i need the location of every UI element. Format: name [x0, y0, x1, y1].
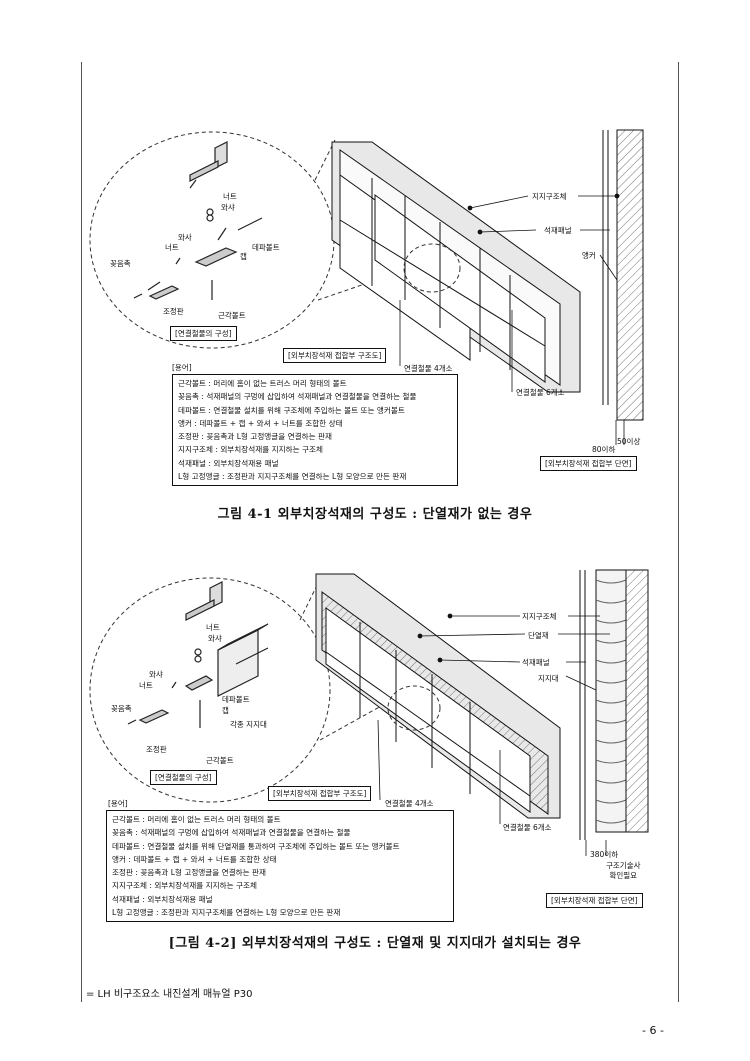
term-item: 조정판 : 꽂음촉과 L형 고정앵글을 연결하는 판재: [112, 868, 267, 878]
label-support: 지지구조체: [532, 192, 567, 201]
label-washer: 와샤: [208, 634, 222, 643]
label-nut-2: 너트: [165, 243, 179, 252]
label-dim-80: 80이하: [592, 445, 616, 454]
source-note: = LH 비구조요소 내진설계 매뉴얼 P30: [86, 989, 253, 1000]
label-support: 지지구조체: [522, 612, 557, 621]
label-cap: 캡: [240, 252, 247, 261]
box-joint: [외부치장석재 접합부 구조도]: [268, 786, 372, 801]
label-conn-4: 연결철물 4개소: [385, 799, 434, 808]
box-joint: [외부치장석재 접합부 구조도]: [283, 348, 387, 363]
label-nut-2: 너트: [139, 681, 153, 690]
label-cap: 캡: [222, 706, 229, 715]
label-plate: 조정판: [163, 307, 184, 316]
label-bolt: 데파볼트: [252, 243, 280, 252]
label-dim-380: 380이하: [590, 850, 619, 859]
term-item: 꽂음촉 : 석재패널의 구멍에 삽입하여 석재패널과 연결철물을 연결하는 철물: [112, 828, 351, 838]
label-washer-2: 와샤: [149, 670, 163, 679]
term-item: L형 고정앵글 : 조정판과 지지구조체를 연결하는 L형 모양으로 만든 판재: [178, 472, 407, 482]
label-washer-2: 와사: [178, 233, 192, 242]
figure-1-drawing: [89, 129, 644, 445]
term-item: 석재패널 : 외부치장석재용 패널: [112, 894, 213, 904]
box-components: [연결철물의 구성]: [170, 326, 237, 341]
term-item: 꽂음촉 : 석재패널의 구멍에 삽입하여 석재패널과 연결철물을 연결하는 철물: [178, 392, 417, 402]
term-item: 근각볼트 : 머리에 홈이 없는 트러스 머리 형태의 볼트: [178, 379, 347, 388]
term-item: 데파볼트 : 연결철물 설치를 위해 단열재를 통과하여 구조체에 주입하는 볼…: [112, 841, 400, 851]
label-stand: 지지대: [538, 674, 559, 683]
box-section: [외부치장석재 접합부 단면]: [546, 893, 643, 908]
term-item: 석재패널 : 외부치장석재용 패널: [178, 458, 279, 468]
term-item: 지지구조체 : 외부치장석재를 지지하는 구조체: [112, 881, 257, 891]
label-nut: 너트: [223, 192, 237, 201]
term-item: 앵커 : 데파볼트 + 캡 + 와셔 + 너트를 조합한 상태: [178, 418, 343, 428]
figure-1-caption: 그림 4-1 외부치장석재의 구성도 : 단열재가 없는 경우: [217, 507, 533, 522]
label-panel: 석재패널: [522, 658, 550, 667]
label-note: 구조기술사 확인필요: [606, 861, 641, 880]
label-conn-6: 연결철물 6개소: [503, 823, 552, 832]
term-item: 조정판 : 꽂음촉과 L형 고정앵글을 연결하는 판재: [178, 432, 333, 442]
term-item: L형 고정앵글 : 조정판과 지지구조체를 연결하는 L형 모양으로 만든 판재: [112, 908, 341, 918]
label-panel: 석재패널: [544, 226, 572, 235]
label-washer: 와샤: [221, 203, 235, 212]
label-conn-6: 연결철물 6개소: [516, 388, 565, 397]
label-dowel: 꽂음촉: [111, 704, 132, 713]
figure-2-drawing: [89, 569, 649, 856]
label-bolt: 데파볼트: [222, 695, 250, 704]
left-margin-line: [81, 62, 82, 1002]
box-section: [외부치장석재 접합부 단면]: [540, 456, 637, 471]
terms-title: [용어]: [108, 799, 128, 808]
label-anchor: 앵커: [582, 251, 596, 260]
term-item: 근각볼트 : 머리에 홈이 없는 트러스 머리 형태의 볼트: [112, 815, 281, 824]
label-plate: 조정판: [146, 745, 167, 754]
terms-box: 근각볼트 : 머리에 홈이 없는 트러스 머리 형태의 볼트 꽂음촉 : 석재패…: [172, 374, 458, 487]
term-item: 앵커 : 데파볼트 + 캡 + 와셔 + 너트를 조합한 상태: [112, 854, 277, 864]
label-anchor-bolt: 근각볼트: [218, 311, 246, 320]
term-item: 데파볼트 : 연결철물 설치를 위해 구조체에 주입하는 볼트 또는 앵커볼트: [178, 405, 405, 415]
label-dowel: 꽂음촉: [110, 259, 131, 268]
term-item: 지지구조체 : 외부치장석재를 지지하는 구조체: [178, 445, 323, 455]
page-number: - 6 -: [642, 1024, 664, 1037]
figure-2-caption: [그림 4-2] 외부치장석재의 구성도 : 단열재 및 지지대가 설치되는 경…: [168, 936, 582, 951]
right-margin-line: [678, 62, 679, 1002]
terms-box: 근각볼트 : 머리에 홈이 없는 트러스 머리 형태의 볼트 꽂음촉 : 석재패…: [106, 810, 454, 923]
label-conn-4: 연결철물 4개소: [404, 364, 453, 373]
label-insulation: 단열재: [528, 631, 549, 640]
terms-title: [용어]: [172, 363, 192, 372]
label-nut: 너트: [206, 623, 220, 632]
label-bracket: 각종 지지대: [230, 720, 267, 729]
label-dim-50: 50이상: [617, 437, 641, 446]
box-components: [연결철물의 구성]: [150, 770, 217, 785]
label-anchor-bolt: 근각볼트: [206, 756, 234, 765]
